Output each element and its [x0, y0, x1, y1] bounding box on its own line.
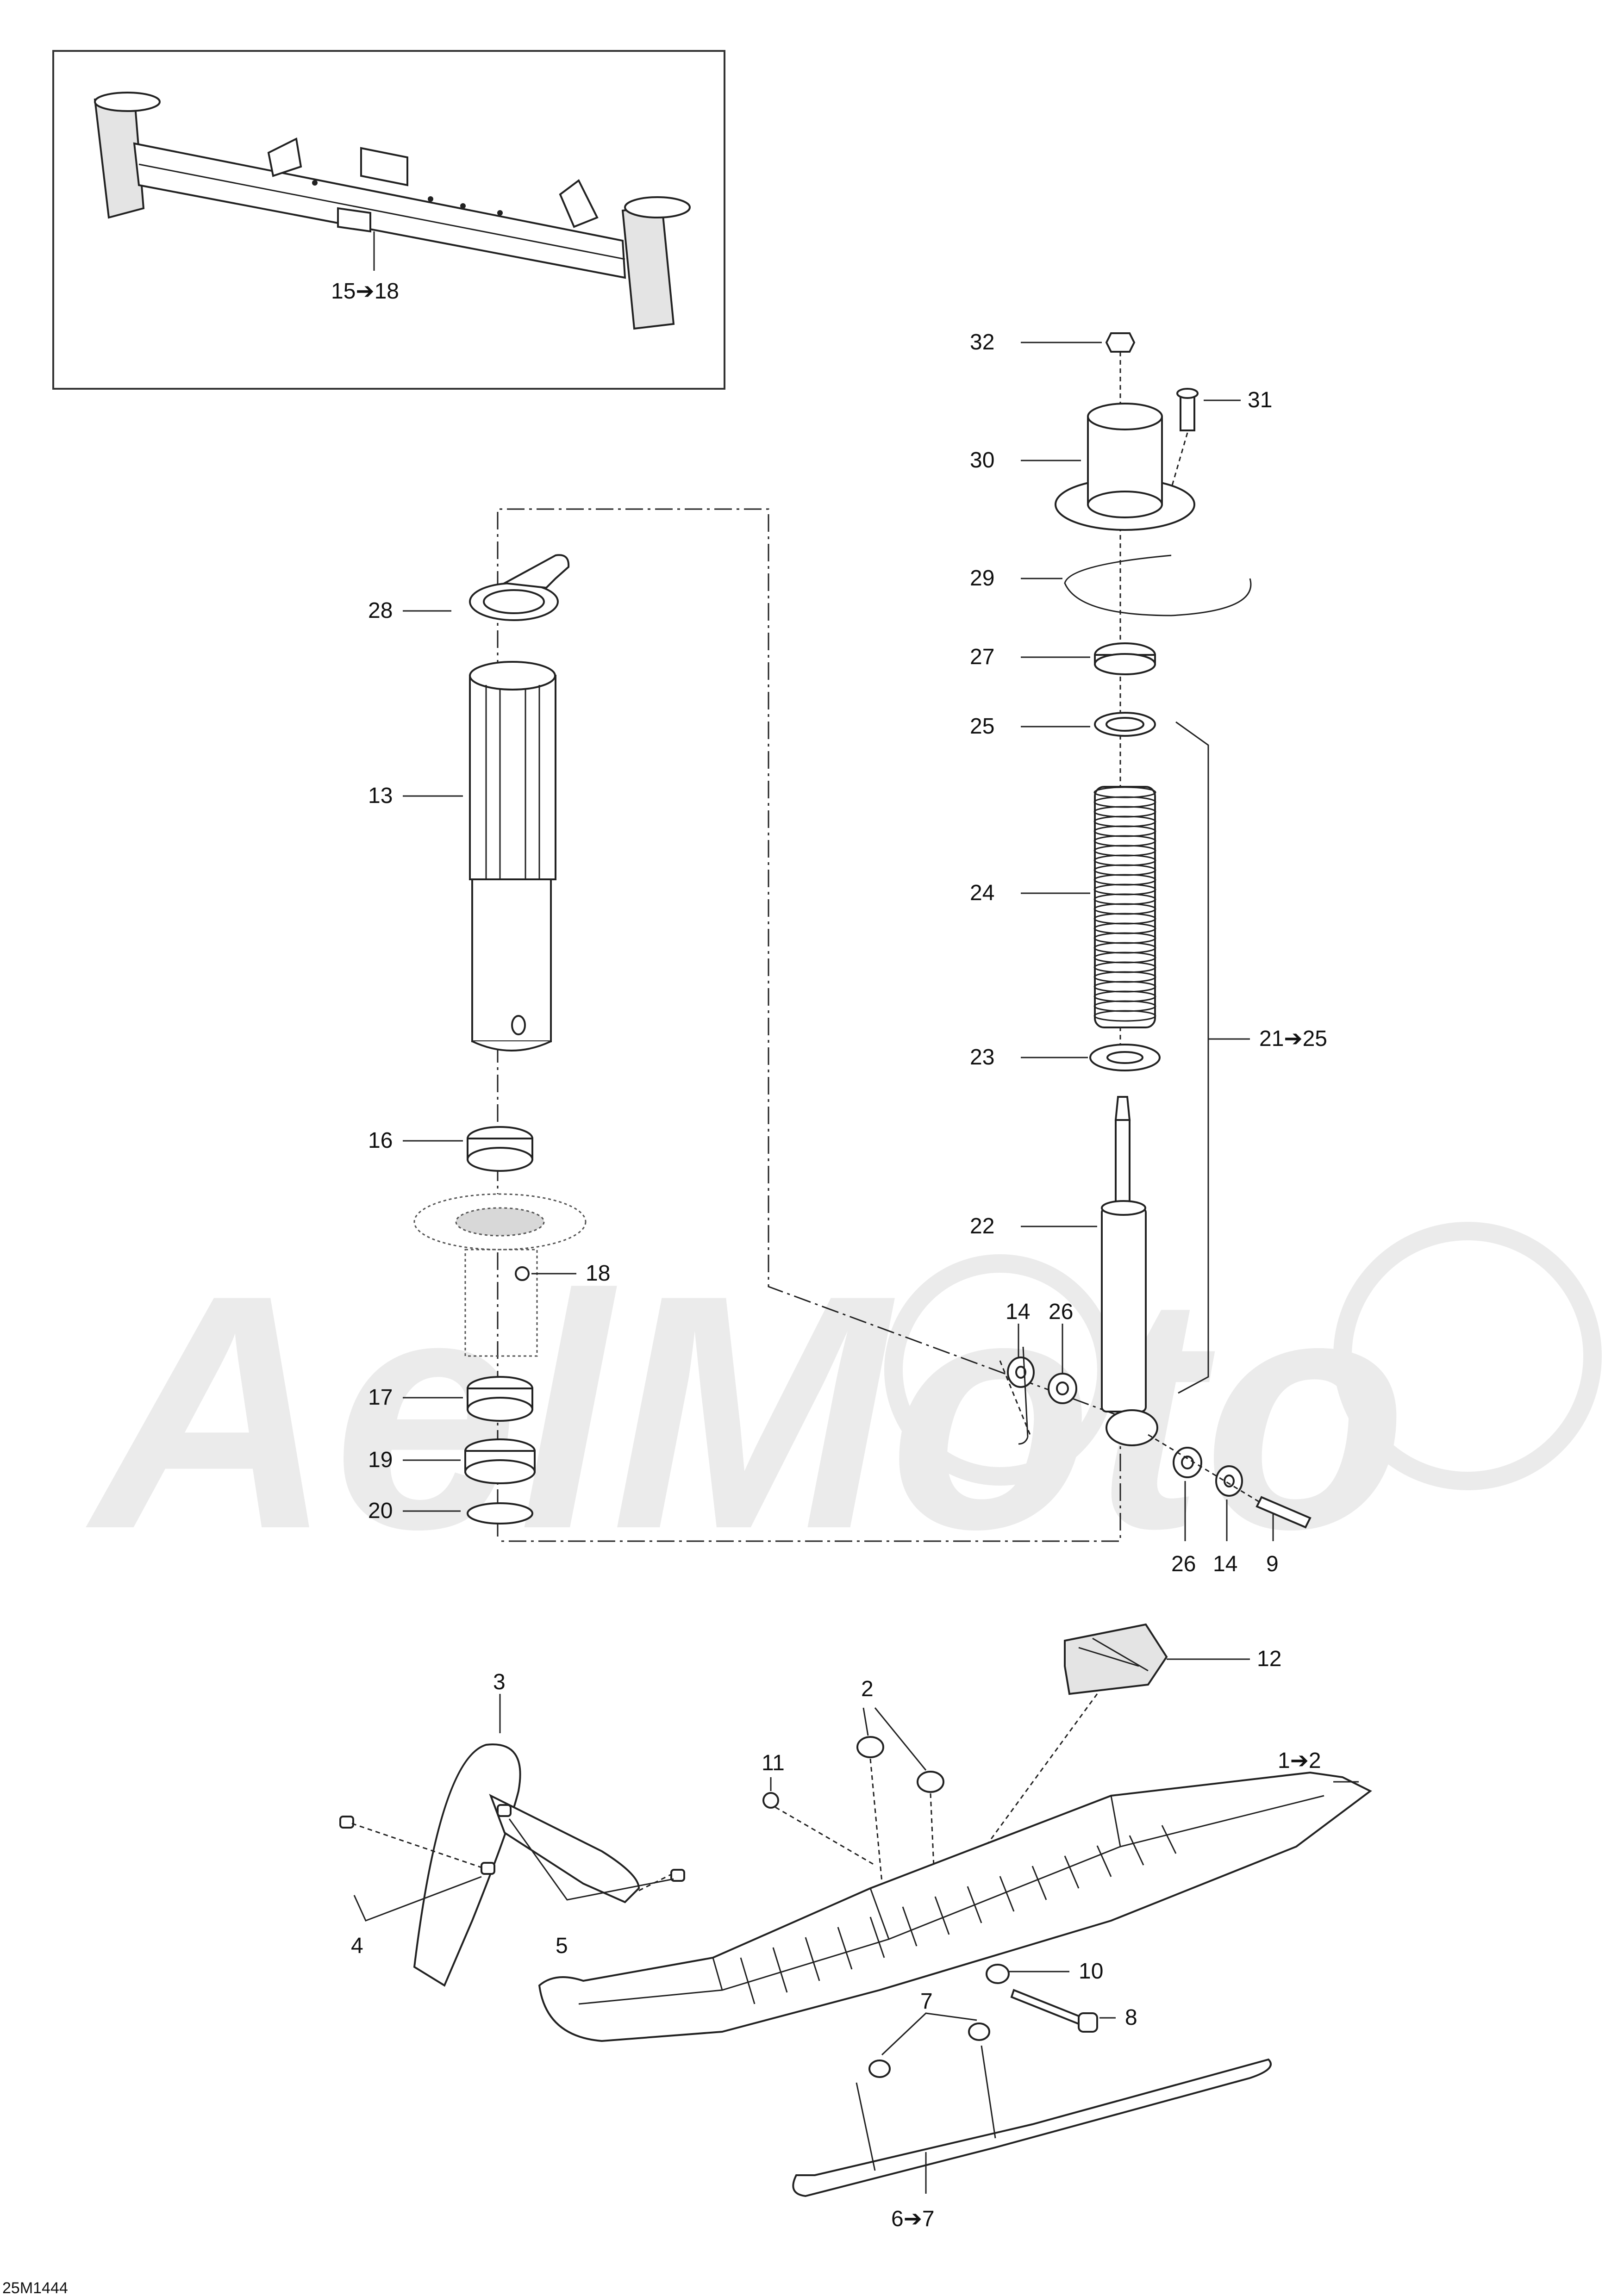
callout-31: 31 [1248, 388, 1272, 412]
callout-17: 17 [368, 1385, 393, 1410]
callout-32: 32 [970, 330, 994, 355]
callout-4: 4 [351, 1934, 363, 1958]
callout-1-2: 1➔2 [1278, 1748, 1321, 1773]
callout-9: 9 [1266, 1552, 1279, 1576]
callout-3: 3 [493, 1670, 506, 1694]
callout-20: 20 [368, 1499, 393, 1523]
ski-rib [1096, 1845, 1112, 1877]
ski-rib [934, 1896, 950, 1935]
callout-24: 24 [970, 881, 994, 905]
callout-2: 2 [861, 1677, 874, 1701]
callout-10: 10 [1079, 1959, 1103, 1984]
callout-13: 13 [368, 784, 393, 808]
callout-6-7: 6➔7 [891, 2207, 935, 2231]
callout-26a: 26 [1049, 1300, 1073, 1324]
shock-assembly: 32 31 30 29 27 25 24 [970, 330, 1327, 1576]
callout-18: 18 [586, 1261, 610, 1286]
ski-rib [999, 1876, 1015, 1912]
callout-29: 29 [970, 566, 994, 591]
ski-rib [967, 1886, 982, 1923]
callout-21-25: 21➔25 [1259, 1027, 1327, 1051]
callout-26b: 26 [1171, 1552, 1196, 1576]
callout-14b: 14 [1213, 1552, 1237, 1576]
spindle-assembly: 28 13 16 18 17 [368, 554, 610, 1524]
callout-23: 23 [970, 1045, 994, 1070]
callout-8: 8 [1125, 2005, 1137, 2030]
ski-rib [837, 1927, 853, 1970]
ski-rib [805, 1937, 820, 1981]
callout-25: 25 [970, 714, 994, 739]
callout-15-18: 15➔18 [331, 279, 399, 304]
callout-22: 22 [970, 1214, 994, 1238]
ski-rib [902, 1906, 918, 1947]
watermark: AelMoto [82, 1222, 1602, 1598]
ski-rib [1129, 1835, 1144, 1866]
callout-16: 16 [368, 1128, 393, 1153]
ski-rib [1161, 1825, 1177, 1854]
callout-30: 30 [970, 448, 994, 473]
spring-coil [1093, 1010, 1156, 1022]
assembly-line [497, 508, 1121, 1542]
callout-11: 11 [762, 1751, 785, 1775]
callout-27: 27 [970, 645, 994, 669]
watermark-text: AelMoto [82, 1226, 1407, 1598]
callout-19: 19 [368, 1448, 393, 1472]
ski-rib [740, 1957, 756, 2004]
callout-28: 28 [368, 598, 393, 623]
ski-rib [1031, 1866, 1047, 1900]
ski-rib [1064, 1855, 1080, 1889]
ski-rib [772, 1947, 788, 1993]
callout-14a: 14 [1006, 1300, 1030, 1324]
callout-12: 12 [1257, 1647, 1281, 1671]
frame-inset: 15➔18 [52, 50, 725, 390]
ski-assembly: 12 2 11 1➔2 10 8 3 [339, 1623, 1372, 2231]
ski-rib [869, 1916, 885, 1958]
callout-5: 5 [556, 1934, 568, 1958]
diagram-id: 25M1444 [2, 2279, 68, 2296]
callout-7: 7 [920, 1989, 933, 2014]
